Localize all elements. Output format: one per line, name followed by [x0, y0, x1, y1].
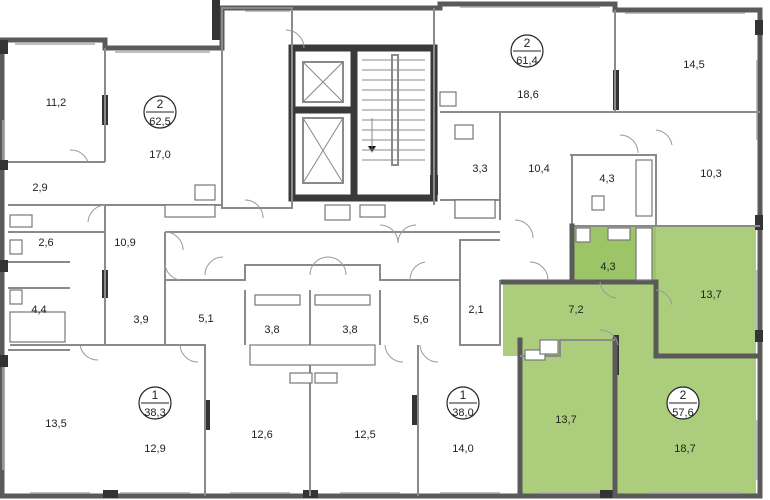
apartment-badge-bottom-mid[interactable]: 1 38,0	[446, 386, 480, 420]
bathroom-fixtures	[9, 91, 653, 384]
room-area: 11,2	[46, 97, 67, 109]
room-area: 14,5	[683, 59, 704, 71]
apartment-total-area: 38,3	[144, 407, 165, 419]
room-area: 2,6	[38, 237, 53, 249]
selected-apartment-fill[interactable]	[503, 226, 756, 496]
apartment-rooms: 2	[524, 36, 531, 50]
room-area: 2,1	[468, 304, 483, 316]
room-area: 13,5	[45, 418, 66, 430]
room-area: 7,2	[568, 304, 583, 316]
room-area: 12,9	[144, 443, 165, 455]
apartment-rooms: 2	[680, 388, 687, 402]
room-area: 4,3	[599, 173, 614, 185]
room-area: 5,1	[198, 313, 213, 325]
room-area: 12,5	[354, 429, 375, 441]
room-area: 10,9	[114, 237, 135, 249]
room-area: 2,9	[32, 182, 47, 194]
apartment-total-area: 62,5	[149, 116, 170, 128]
room-area: 13,7	[700, 289, 721, 301]
room-area: 10,4	[528, 163, 549, 175]
doors	[69, 29, 673, 363]
room-area: 5,6	[413, 314, 428, 326]
room-area: 14,0	[452, 443, 473, 455]
apartment-rooms: 1	[460, 388, 467, 402]
apartment-total-area: 38,0	[452, 407, 473, 419]
room-area: 3,3	[472, 163, 487, 175]
room-area: 13,7	[555, 414, 576, 426]
room-area: 3,8	[264, 324, 279, 336]
apartment-badge-top-left[interactable]: 2 62,5	[143, 95, 177, 129]
room-area: 18,7	[674, 443, 695, 455]
room-area-labels: 11,2 17,0 2,9 2,6 10,9 4,4 3,9 5,1 3,8 3…	[31, 59, 721, 455]
apartment-badge-selected[interactable]: 2 57,6	[666, 386, 700, 420]
stair-core	[302, 54, 425, 184]
interior-walls	[8, 7, 760, 499]
room-area: 3,8	[342, 324, 357, 336]
room-area: 12,6	[251, 429, 272, 441]
room-area: 3,9	[133, 314, 148, 326]
apartment-total-area: 57,6	[672, 407, 693, 419]
room-area: 17,0	[149, 149, 170, 161]
apartment-rooms: 2	[157, 97, 164, 111]
room-area: 4,3	[600, 261, 615, 273]
apartment-badge-top-right[interactable]: 2 61,4	[510, 34, 544, 68]
room-area: 10,3	[700, 168, 721, 180]
room-area: 18,6	[517, 89, 538, 101]
room-area: 4,4	[31, 304, 46, 316]
apartment-rooms: 1	[152, 388, 159, 402]
apartment-badge-bottom-left[interactable]: 1 38,3	[138, 386, 172, 420]
apartment-total-area: 61,4	[516, 55, 537, 67]
